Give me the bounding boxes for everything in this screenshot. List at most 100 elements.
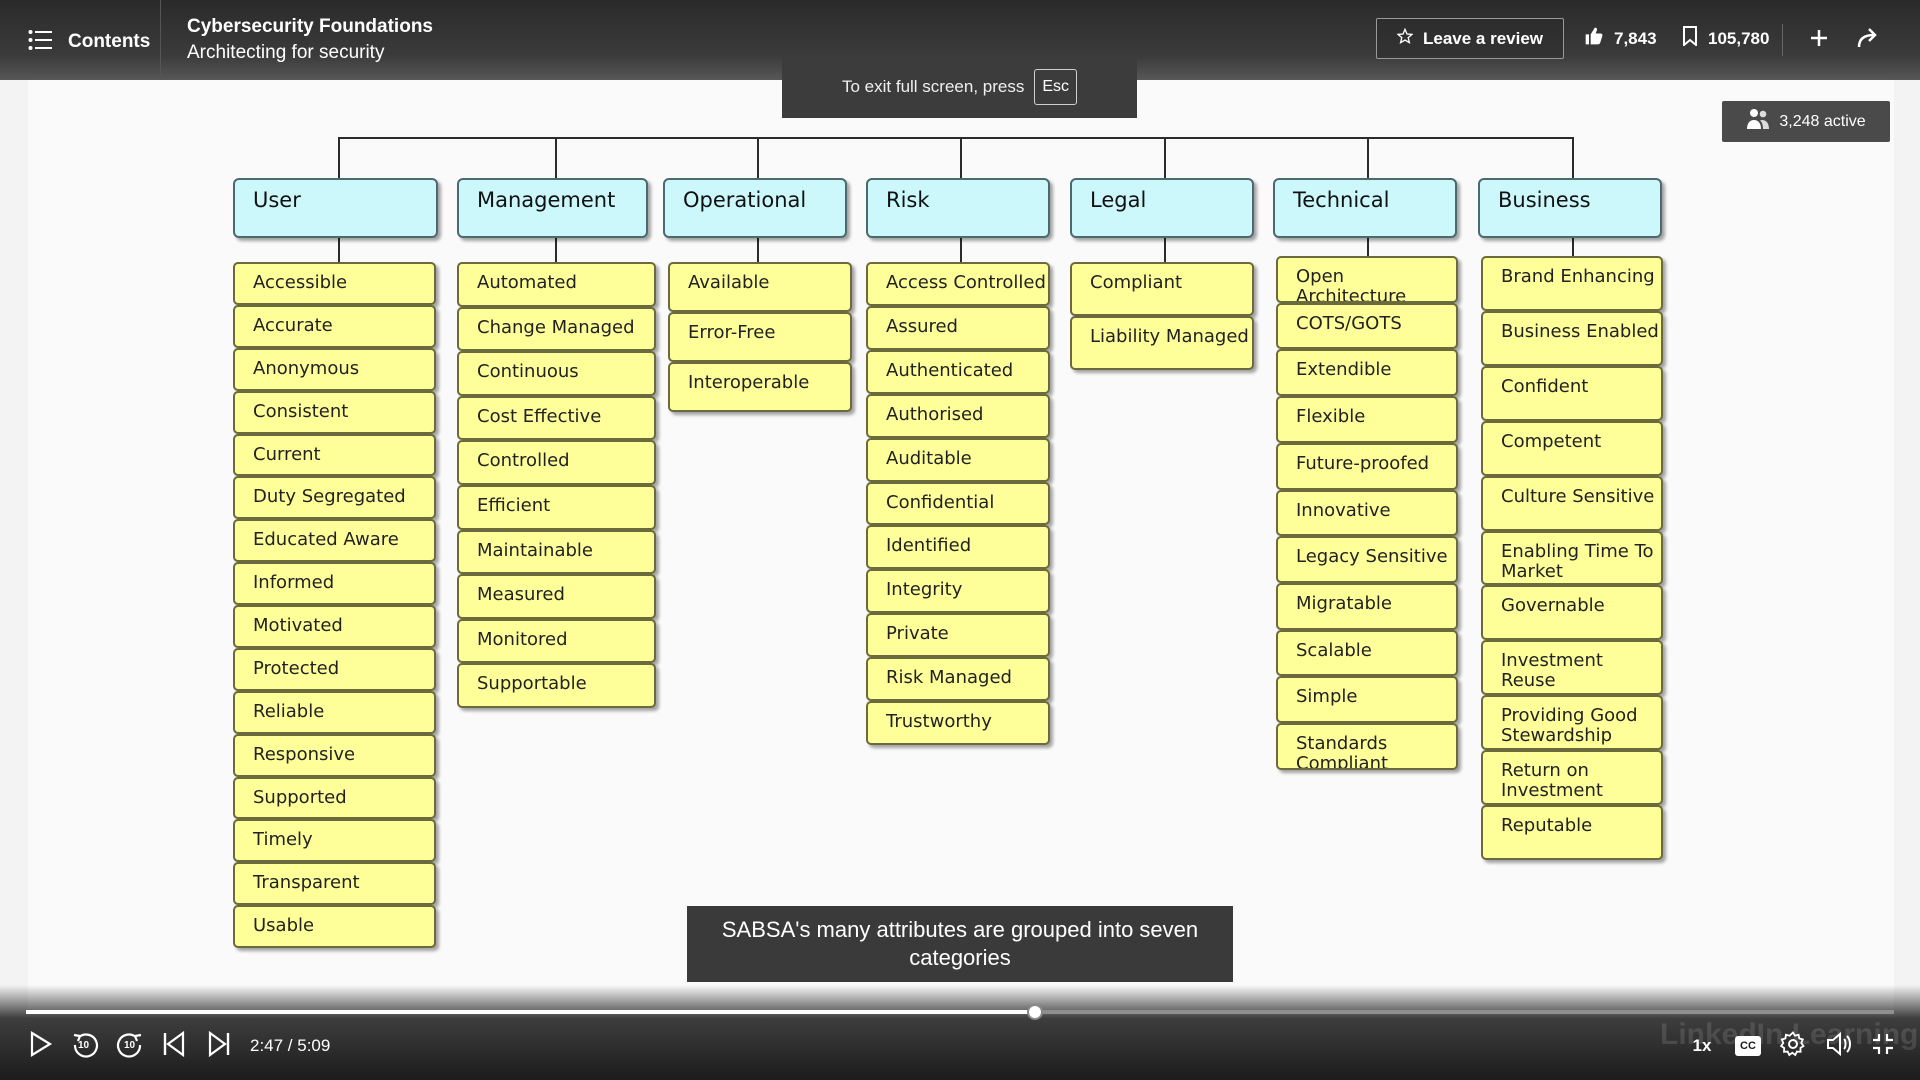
attribute-slot: Reputable	[1481, 805, 1663, 860]
contents-button[interactable]: Contents	[28, 22, 150, 62]
attribute-label: Business Enabled	[1501, 320, 1659, 342]
player-controls	[0, 985, 1920, 1080]
attribute-box: Business Enabled	[1481, 310, 1663, 366]
add-to-collection-button[interactable]	[1805, 22, 1833, 54]
attribute-slot: Flexible	[1276, 396, 1458, 443]
skip-previous-icon	[162, 1030, 186, 1062]
attribute-slot: Reliable	[233, 690, 436, 734]
attribute-label: Simple	[1296, 686, 1358, 708]
attribute-label: Monitored	[477, 628, 568, 650]
forward-10-label: 10	[124, 1040, 136, 1051]
connector-line	[757, 137, 759, 178]
attribute-slot: Interoperable	[668, 362, 852, 412]
attribute-box: Governable	[1481, 585, 1663, 641]
volume-button[interactable]	[1824, 1030, 1854, 1062]
connector-line	[1572, 137, 1574, 178]
previous-button[interactable]	[160, 1030, 188, 1062]
exit-fullscreen-button[interactable]	[1868, 1030, 1898, 1062]
share-icon	[1854, 28, 1882, 58]
save-button[interactable]: 105,780	[1682, 26, 1769, 51]
attribute-label: Trustworthy	[886, 711, 992, 733]
attribute-label: Automated	[477, 272, 577, 293]
attribute-slot: Legacy Sensitive	[1276, 536, 1458, 584]
attribute-box: Assured	[866, 305, 1050, 350]
attribute-box: Motivated	[233, 605, 436, 648]
category-box: Business	[1478, 178, 1662, 238]
like-button[interactable]: 7,843	[1584, 26, 1657, 51]
attribute-box: Simple	[1276, 676, 1458, 724]
attribute-slot: Simple	[1276, 676, 1458, 724]
attribute-label: Standards Compliant	[1296, 733, 1389, 770]
attribute-label: Governable	[1501, 595, 1605, 617]
skip-next-icon	[207, 1030, 231, 1062]
attribute-label: Interoperable	[688, 372, 810, 393]
captions-button[interactable]: CC	[1733, 1030, 1763, 1062]
category-label: Operational	[683, 188, 807, 212]
attribute-slot: Maintainable	[457, 529, 656, 575]
attribute-box: Open Architecture	[1276, 256, 1458, 303]
attribute-slot: Providing Good Stewardship	[1481, 695, 1663, 751]
attribute-box: Efficient	[457, 484, 656, 530]
attribute-box: Risk Managed	[866, 657, 1050, 702]
attribute-label: Identified	[886, 535, 972, 557]
attribute-label: Available	[688, 272, 770, 293]
attribute-label: Responsive	[253, 743, 356, 765]
cc-icon: CC	[1735, 1036, 1761, 1056]
category-label: Business	[1498, 188, 1591, 212]
attribute-label: Accessible	[253, 272, 348, 293]
connector-line	[960, 238, 962, 262]
attribute-label: Reliable	[253, 700, 325, 722]
attribute-box: Continuous	[457, 351, 656, 396]
attribute-box: Accurate	[233, 304, 436, 348]
category-box: Legal	[1070, 178, 1254, 238]
progress-handle[interactable]	[1026, 1004, 1043, 1020]
attribute-box: Current	[233, 433, 436, 477]
plus-icon	[1805, 30, 1833, 58]
rewind-10-button[interactable]: 10	[69, 1030, 101, 1062]
attribute-label: Authenticated	[886, 359, 1014, 381]
active-viewers-text: 3,248 active	[1779, 112, 1866, 130]
attribute-label: Enabling Time To Market	[1501, 540, 1654, 582]
attribute-box: Legacy Sensitive	[1276, 536, 1458, 584]
play-button[interactable]	[26, 1030, 56, 1062]
attribute-slot: Auditable	[866, 437, 1050, 482]
attribute-box: Monitored	[457, 618, 656, 664]
attribute-label: Liability Managed	[1090, 326, 1249, 347]
attribute-slot: Supportable	[457, 663, 656, 708]
attribute-slot: Enabling Time To Market	[1481, 530, 1663, 586]
share-button[interactable]	[1854, 22, 1882, 54]
attribute-label: Measured	[477, 584, 565, 606]
play-icon	[29, 1030, 53, 1062]
thumbs-up-icon	[1584, 26, 1604, 51]
attribute-label: Scalable	[1296, 639, 1372, 661]
attribute-slot: Monitored	[457, 618, 656, 664]
connector-line	[554, 238, 557, 262]
attribute-label: Transparent	[253, 872, 360, 894]
attribute-box: Compliant	[1070, 262, 1254, 316]
leave-review-button[interactable]: Leave a review	[1376, 18, 1564, 59]
category-box: Operational	[663, 178, 847, 238]
attribute-label: Protected	[253, 657, 340, 679]
video-caption: SABSA's many attributes are grouped into…	[687, 906, 1233, 982]
playback-speed-button[interactable]: 1x	[1687, 1030, 1717, 1062]
attribute-slot: Return on Investment	[1481, 750, 1663, 806]
connector-line	[1164, 238, 1166, 262]
attribute-label: Brand Enhancing	[1501, 266, 1655, 287]
next-button[interactable]	[205, 1030, 233, 1062]
attribute-box: Error-Free	[668, 312, 852, 362]
attribute-box: Maintainable	[457, 529, 656, 575]
settings-button[interactable]	[1778, 1030, 1808, 1062]
attribute-box: Duty Segregated	[233, 476, 436, 520]
exit-fullscreen-icon	[1871, 1032, 1895, 1061]
attribute-slot: Authorised	[866, 393, 1050, 438]
attribute-slot: Controlled	[457, 440, 656, 485]
attribute-slot: Extendible	[1276, 349, 1458, 397]
forward-10-button[interactable]: 10	[114, 1030, 146, 1062]
category-label: Legal	[1090, 188, 1147, 212]
progress-fill	[26, 1010, 1035, 1014]
attribute-box: Accessible	[233, 262, 436, 305]
category-box: Technical	[1273, 178, 1457, 238]
progress-bar[interactable]	[26, 1004, 1894, 1020]
